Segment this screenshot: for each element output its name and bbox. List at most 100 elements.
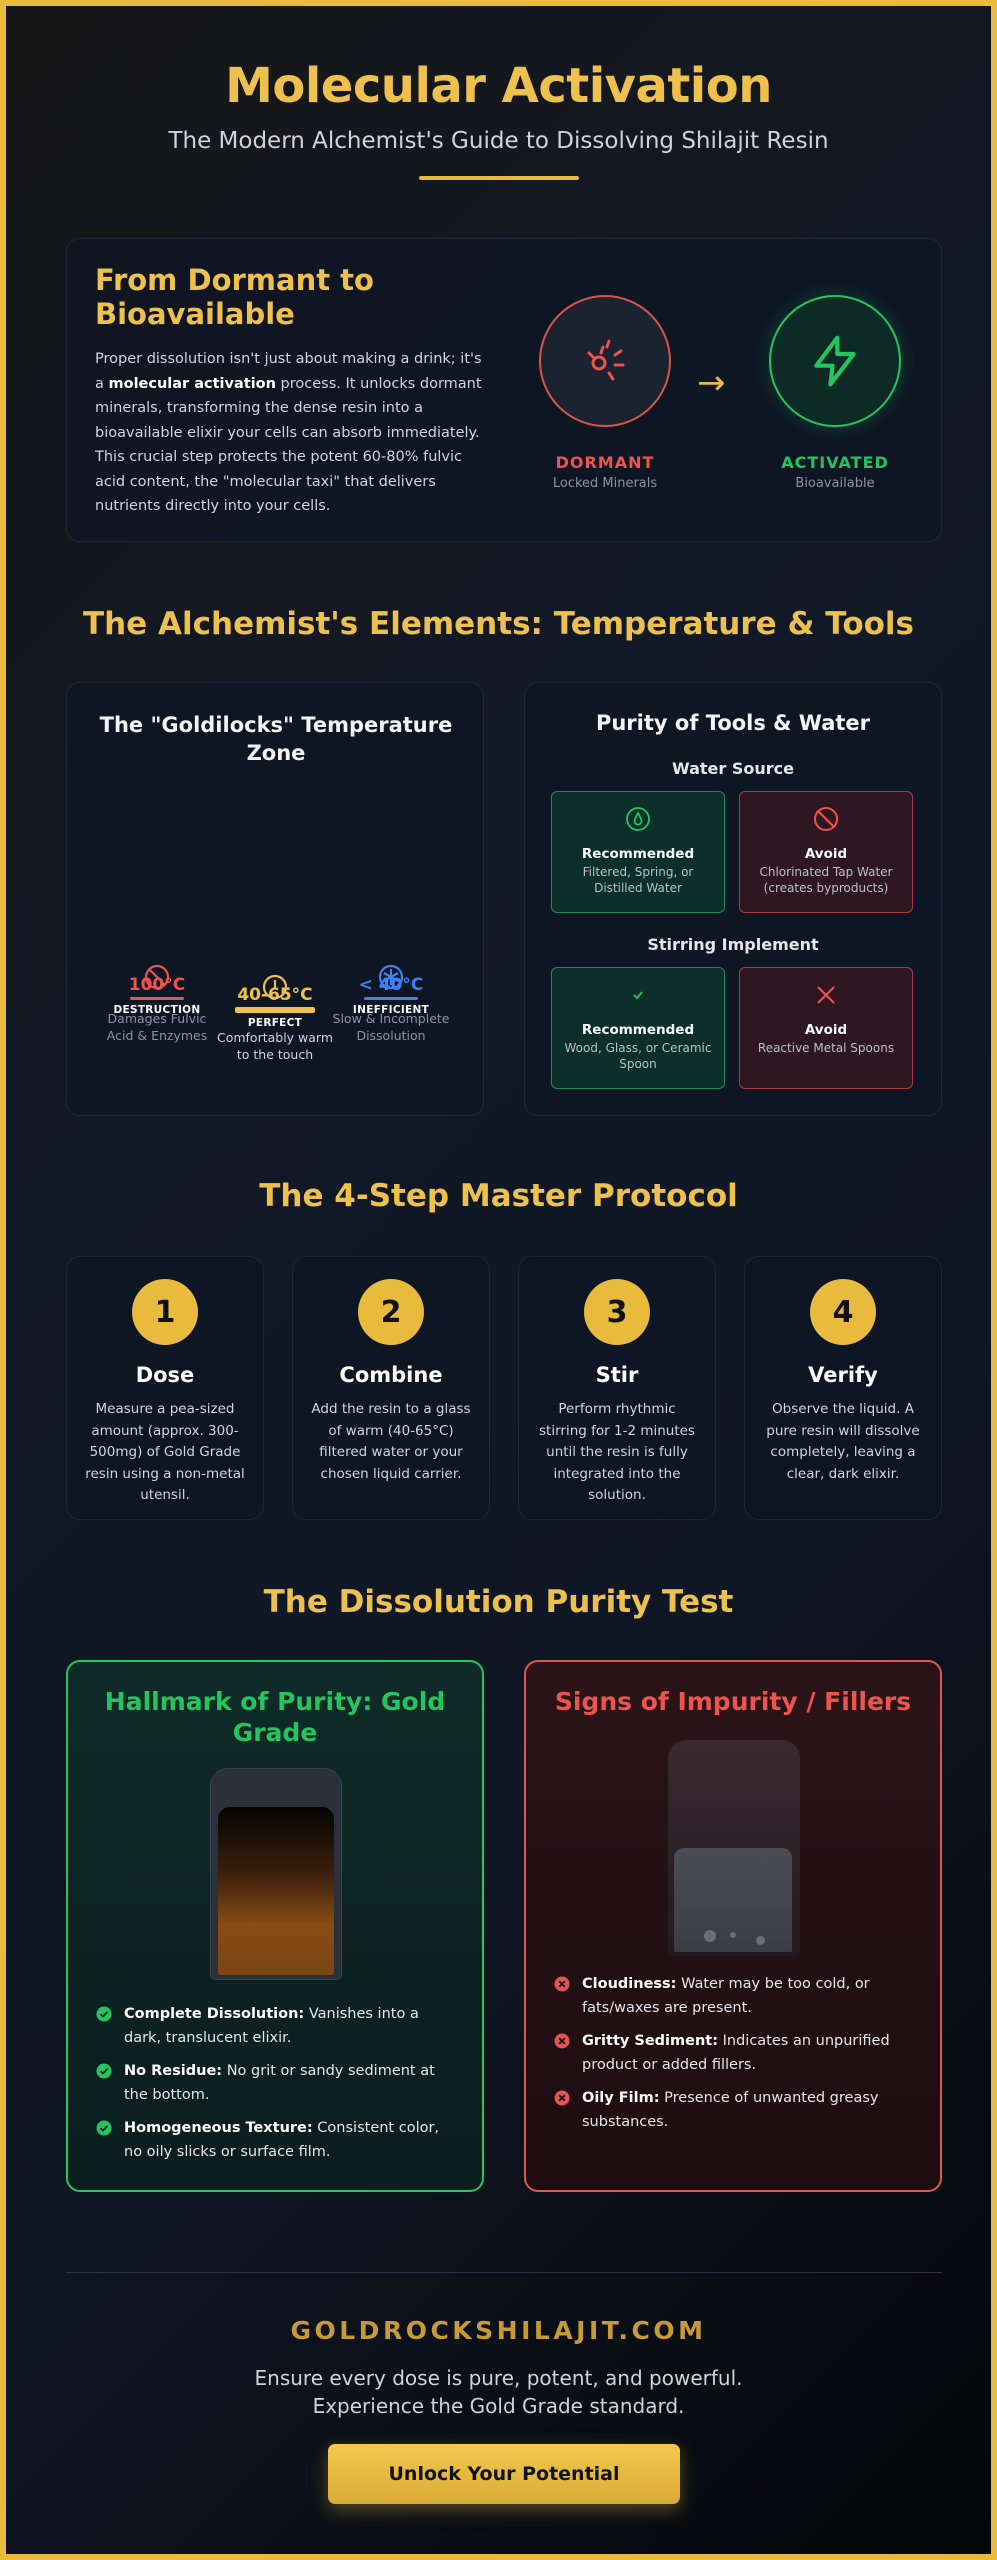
- item-bold: Oily Film:: [582, 2090, 660, 2106]
- unlock-potential-button[interactable]: Unlock Your Potential: [328, 2444, 680, 2504]
- temp-zone-destruction: 100°C DESTRUCTION Damages Fulvic Acid & …: [97, 963, 217, 1044]
- step-card-4: 4 Verify Observe the liquid. A pure resi…: [744, 1256, 942, 1520]
- check-circle-icon: [96, 2006, 112, 2022]
- tagline-line-1: Ensure every dose is pure, potent, and p…: [254, 2366, 743, 2390]
- lightning-bolt-icon: [814, 335, 856, 387]
- list-item: No Residue: No grit or sandy sediment at…: [96, 2059, 458, 2107]
- step-name: Dose: [135, 1363, 195, 1387]
- check-circle-icon: [96, 2063, 112, 2079]
- x-circle-icon: [554, 2090, 570, 2106]
- option-desc: Filtered, Spring, or Distilled Water: [582, 865, 694, 895]
- x-icon: [817, 986, 835, 1004]
- list-item: Homogeneous Texture: Consistent color, n…: [96, 2116, 458, 2164]
- step-desc: Measure a pea-sized amount (approx. 300-…: [85, 1401, 245, 1503]
- temp-desc: Slow & Incomplete Dissolution: [332, 1011, 450, 1043]
- water-recommended-card: Recommended Filtered, Spring, or Distill…: [551, 791, 725, 913]
- site-url[interactable]: GOLDROCKSHILAJIT.COM: [290, 2316, 707, 2345]
- bad-heading: Signs of Impurity / Fillers: [554, 1687, 912, 1716]
- tagline-line-2: Experience the Gold Grade standard.: [312, 2394, 685, 2418]
- intro-card: From Dormant to Bioavailable Proper diss…: [66, 238, 942, 542]
- item-bold: Homogeneous Texture:: [124, 2120, 313, 2136]
- option-title: Recommended: [581, 1022, 695, 1038]
- temp-zone-inefficient: < 40°C INEFFICIENT Slow & Incomplete Dis…: [331, 963, 451, 1044]
- step-name: Stir: [595, 1363, 639, 1387]
- intro-paragraph: Proper dissolution isn't just about maki…: [95, 347, 483, 519]
- item-text: Vanishes into a dark, translucent elixir…: [124, 2006, 419, 2046]
- protocol-title: The 4-Step Master Protocol: [259, 1178, 738, 1214]
- stirring-avoid-card: Avoid Reactive Metal Spoons: [739, 967, 913, 1089]
- dormant-sub: Locked Minerals: [552, 476, 658, 491]
- step-card-3: 3 Stir Perform rhythmic stirring for 1-2…: [518, 1256, 716, 1520]
- option-title: Avoid: [804, 846, 848, 862]
- step-number: 2: [358, 1279, 424, 1345]
- activated-state: ACTIVATED Bioavailable: [755, 295, 915, 491]
- title-underline: [418, 176, 579, 180]
- temp-desc: Comfortably warm to the touch: [216, 1030, 334, 1062]
- good-list: Complete Dissolution: Vanishes into a da…: [96, 2002, 458, 2173]
- step-name: Verify: [808, 1363, 878, 1387]
- activated-circle: [769, 295, 901, 427]
- stirring-label: Stirring Implement: [647, 935, 819, 954]
- item-bold: Cloudiness:: [582, 1976, 677, 1992]
- temp-value: 40-65°C: [237, 985, 313, 1005]
- dormant-state: DORMANT Locked Minerals: [525, 295, 685, 491]
- impure-beaker: [668, 1740, 800, 1956]
- step-card-2: 2 Combine Add the resin to a glass of wa…: [292, 1256, 490, 1520]
- no-entry-icon: [144, 964, 170, 990]
- dormant-circle: [539, 295, 671, 427]
- footer-tagline: Ensure every dose is pure, potent, and p…: [6, 2364, 991, 2420]
- header: Molecular Activation The Modern Alchemis…: [6, 58, 991, 180]
- water-drop-icon: [626, 807, 650, 831]
- temp-bar: [364, 997, 418, 1000]
- dormant-label: DORMANT: [555, 453, 655, 472]
- good-heading: Hallmark of Purity: Gold Grade: [104, 1687, 446, 1747]
- item-text: No grit or sandy sediment at the bottom.: [124, 2063, 435, 2103]
- temp-desc: Damages Fulvic Acid & Enzymes: [106, 1011, 208, 1043]
- temp-value: < 40°C: [358, 975, 424, 995]
- check-icon: [633, 991, 643, 1000]
- step-number: 4: [810, 1279, 876, 1345]
- step-desc: Observe the liquid. A pure resin will di…: [766, 1401, 920, 1482]
- purity-good-card: Hallmark of Purity: Gold Grade Complete …: [66, 1660, 484, 2192]
- step-desc: Perform rhythmic stirring for 1-2 minute…: [539, 1401, 695, 1503]
- check-circle-icon: [96, 2120, 112, 2136]
- stirring-recommended-card: Recommended Wood, Glass, or Ceramic Spoo…: [551, 967, 725, 1089]
- intro-heading: From Dormant to Bioavailable: [95, 263, 374, 331]
- step-desc: Add the resin to a glass of warm (40-65°…: [311, 1401, 471, 1482]
- tools-heading: Purity of Tools & Water: [595, 711, 871, 735]
- item-text: Presence of unwanted greasy substances.: [582, 2090, 879, 2130]
- list-item: Cloudiness: Water may be too cold, or fa…: [554, 1972, 916, 2020]
- option-title: Avoid: [804, 1022, 848, 1038]
- footer-divider: [66, 2272, 942, 2273]
- prohibited-icon: [814, 807, 838, 831]
- temp-bar: [235, 1007, 315, 1013]
- test-title: The Dissolution Purity Test: [263, 1584, 734, 1620]
- dark-elixir-liquid: [218, 1807, 334, 1975]
- list-item: Complete Dissolution: Vanishes into a da…: [96, 2002, 458, 2050]
- right-arrow-icon: →: [697, 363, 726, 403]
- temp-name: DESTRUCTION: [113, 1004, 201, 1016]
- bad-list: Cloudiness: Water may be too cold, or fa…: [554, 1972, 916, 2143]
- intro-text-2: process. It unlocks dormant minerals, tr…: [95, 375, 482, 515]
- option-desc: Chlorinated Tap Water (creates byproduct…: [759, 865, 893, 895]
- temp-name: PERFECT: [247, 1017, 303, 1029]
- elements-title: The Alchemist's Elements: Temperature & …: [82, 606, 915, 642]
- activated-label: ACTIVATED: [781, 453, 889, 472]
- step-number: 1: [132, 1279, 198, 1345]
- x-circle-icon: [554, 2033, 570, 2049]
- list-item: Oily Film: Presence of unwanted greasy s…: [554, 2086, 916, 2134]
- sediment-particle: [704, 1930, 716, 1942]
- list-item: Gritty Sediment: Indicates an unpurified…: [554, 2029, 916, 2077]
- snowflake-icon: [378, 964, 404, 990]
- item-bold: No Residue:: [124, 2063, 223, 2079]
- temp-name: INEFFICIENT: [352, 1004, 430, 1016]
- thermometer-icon: [262, 974, 288, 1000]
- item-text: Consistent color, no oily slicks or surf…: [124, 2120, 440, 2160]
- option-desc: Reactive Metal Spoons: [757, 1041, 895, 1055]
- temperature-card: The "Goldilocks" Temperature Zone 100°C …: [66, 682, 484, 1116]
- step-number: 3: [584, 1279, 650, 1345]
- item-bold: Complete Dissolution:: [124, 2006, 305, 2022]
- x-circle-icon: [554, 1976, 570, 1992]
- option-desc: Wood, Glass, or Ceramic Spoon: [564, 1041, 712, 1071]
